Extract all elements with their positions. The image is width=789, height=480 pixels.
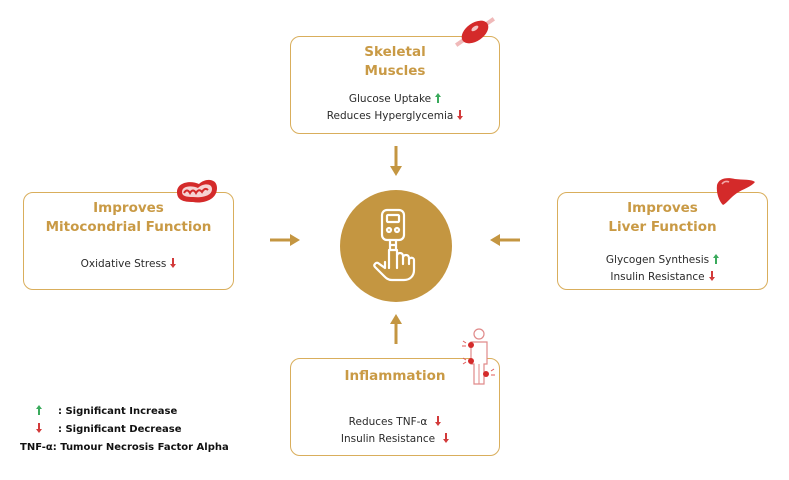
arrow-right-from-mitochondria [270,234,300,246]
arrow-down-from-muscles [390,146,402,176]
liver-function-box: Improves Liver Function Glycogen Synthes… [557,192,768,290]
item-text: Glucose Uptake [348,93,432,105]
item-text: Glycogen Synthesis [605,254,710,266]
legend-abbr-label: : Tumour Necrosis Factor Alpha [52,442,229,453]
decrease-arrow-icon [435,416,441,426]
legend-decrease-label: : Significant Decrease [58,424,182,435]
item-text: Reduces Hyperglycemia [326,110,454,122]
skeletal-muscles-box: Skeletal Muscles Glucose Uptake Reduces … [290,36,500,134]
inflamed-body-icon [462,328,495,385]
center-hub [340,190,452,302]
liver-title-1: Improves [627,200,698,216]
list-item: Oxidative Stress [24,256,233,273]
list-item: Reduces TNF-α [291,414,499,431]
legend-increase: : Significant Increase [20,403,229,421]
decrease-arrow-icon [36,423,42,433]
mitochondrial-title-2: Mitocondrial Function [45,219,212,235]
list-item: Insulin Resistance [558,269,767,286]
inflammation-box: Inflammation Reduces TNF-α Insulin Resis… [290,358,500,456]
decrease-arrow-icon [170,258,176,268]
list-item: Glycogen Synthesis [558,252,767,269]
increase-arrow-icon [435,93,441,103]
increase-arrow-icon [713,254,719,264]
list-item: Reduces Hyperglycemia [291,108,499,125]
mitochondria-icon [177,179,217,203]
legend-decrease: : Significant Decrease [20,421,229,439]
list-item: Insulin Resistance [291,431,499,448]
decrease-arrow-icon [443,433,449,443]
skeletal-muscles-title-1: Skeletal [364,44,426,60]
legend-abbr-key: TNF-α [20,442,53,453]
item-text: Reduces TNF-α [348,416,428,428]
arrow-left-from-liver [490,234,520,246]
legend-abbreviation: TNF-α: Tumour Necrosis Factor Alpha [20,439,229,457]
item-text: Oxidative Stress [80,258,167,270]
mitochondrial-title-1: Improves [93,200,164,216]
inflammation-title: Inflammation [344,368,446,384]
arrow-up-from-inflammation [390,314,402,344]
legend: : Significant Increase : Significant Dec… [20,403,229,457]
glucometer-hand-icon [373,208,416,282]
item-text: Insulin Resistance [340,433,436,445]
increase-arrow-icon [36,405,42,415]
list-item: Glucose Uptake [291,91,499,108]
skeletal-muscles-title-2: Muscles [364,63,426,79]
decrease-arrow-icon [457,110,463,120]
legend-increase-label: : Significant Increase [58,406,178,417]
liver-icon [716,178,755,205]
muscle-icon [455,17,495,47]
liver-title-2: Liver Function [608,219,717,235]
decrease-arrow-icon [709,271,715,281]
item-text: Insulin Resistance [610,271,705,283]
mitochondrial-function-box: Improves Mitocondrial Function Oxidative… [23,192,234,290]
